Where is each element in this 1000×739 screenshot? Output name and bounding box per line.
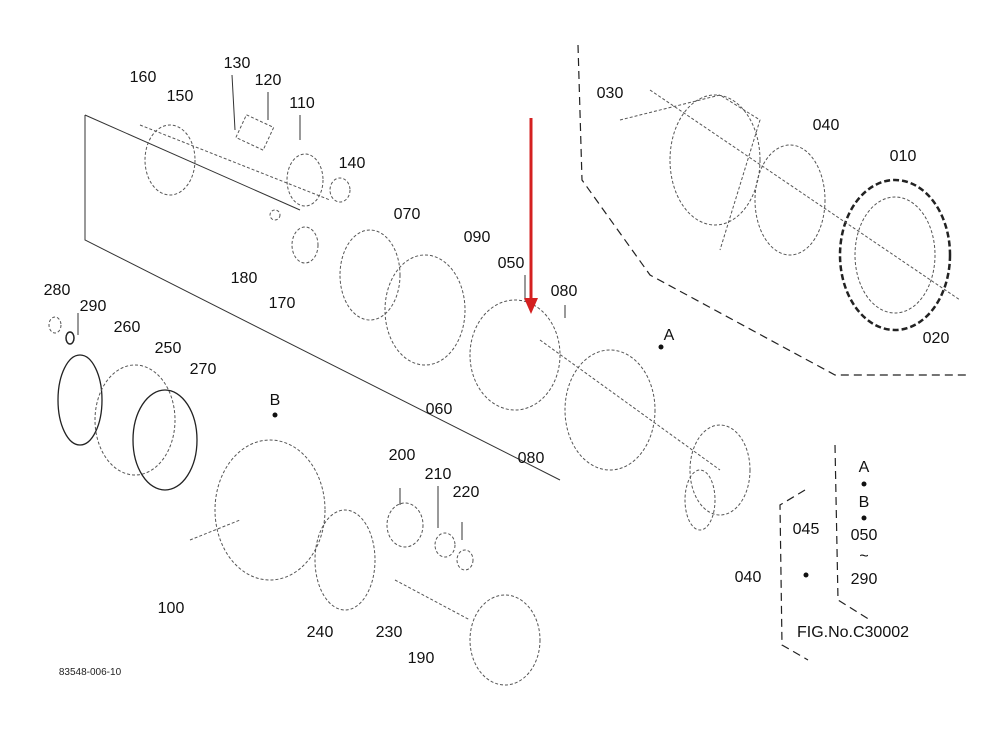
callout: 040 (813, 117, 840, 134)
callout: 170 (269, 295, 296, 312)
callout: 130 (224, 55, 251, 72)
callout: 050 (498, 255, 525, 272)
callout: 030 (597, 85, 624, 102)
callout: 270 (190, 361, 217, 378)
callout: 120 (255, 72, 282, 89)
callout: 080 (518, 450, 545, 467)
legend-from: 050 (851, 527, 878, 544)
legend-b: B (859, 494, 870, 511)
legend-assembly: 040 (735, 569, 762, 586)
legend-to: 290 (851, 571, 878, 588)
drawing-id: 83548-006-10 (59, 667, 122, 678)
callout: 180 (231, 270, 258, 287)
callout: 250 (155, 340, 182, 357)
callout: 240 (307, 624, 334, 641)
callout-labels: 160 150 130 120 110 140 070 090 050 080 … (44, 55, 950, 667)
legend-tilde: ~ (859, 548, 868, 565)
callout: A (664, 327, 675, 344)
callout: 260 (114, 319, 141, 336)
callout: 100 (158, 600, 185, 617)
callout: 210 (425, 466, 452, 483)
callout: 290 (80, 298, 107, 315)
callout: 230 (376, 624, 403, 641)
callout: 280 (44, 282, 71, 299)
part-shapes (48, 74, 961, 686)
legend: A B 050 ~ 290 045 040 FIG.No.C30002 (735, 459, 909, 641)
callout: 090 (464, 229, 491, 246)
reference-dots (272, 344, 867, 578)
callout: 080 (551, 283, 578, 300)
callout: 140 (339, 155, 366, 172)
callout: B (270, 392, 281, 409)
legend-a: A (859, 459, 870, 476)
frame-lines (84, 44, 970, 661)
callout: 110 (289, 95, 315, 112)
highlight-arrow (524, 118, 538, 314)
callout: 060 (426, 401, 453, 418)
legend-group: 045 (793, 521, 820, 538)
callout: 020 (923, 330, 950, 347)
figure-number: FIG.No.C30002 (797, 624, 909, 641)
callout: 190 (408, 650, 435, 667)
callout: 200 (389, 447, 416, 464)
callout: 010 (890, 148, 917, 165)
callout: 150 (167, 88, 194, 105)
callout: 070 (394, 206, 421, 223)
callout: 220 (453, 484, 480, 501)
callout: 160 (130, 69, 157, 86)
